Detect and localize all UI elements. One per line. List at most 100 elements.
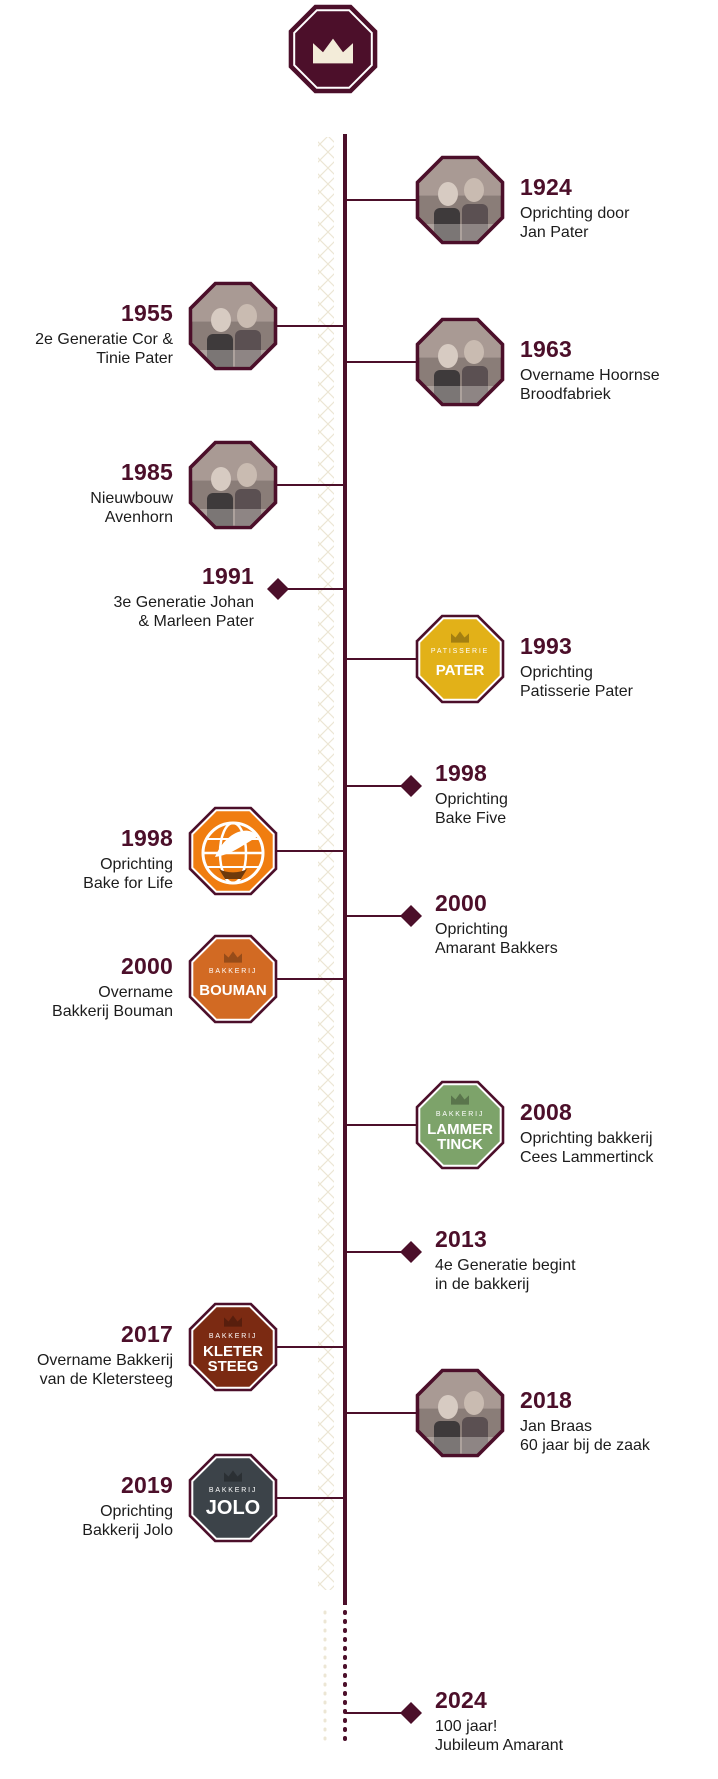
entry-description-line: 60 jaar bij de zaak xyxy=(520,1437,650,1454)
logo-main-text: BOUMAN xyxy=(199,982,267,999)
entry-year: 1993 xyxy=(520,633,572,659)
logo-crown-icon xyxy=(224,1315,242,1327)
entry-description-line: Oprichting xyxy=(435,921,508,938)
entry-description: 2e Generatie Cor & Tinie Pater xyxy=(0,330,173,368)
logo-badge xyxy=(418,617,502,701)
entry-description-line: Patisserie Pater xyxy=(520,683,633,700)
timeline-marker-1998 xyxy=(400,775,422,797)
timeline-marker-2000: BAKKERIJ BOUMAN xyxy=(188,934,278,1024)
entry-description-line: 3e Generatie Johan xyxy=(113,594,254,611)
logo-top-text: BAKKERIJ xyxy=(209,1487,257,1494)
entry-description-line: van de Kletersteeg xyxy=(39,1371,173,1388)
logo-crown-icon xyxy=(451,1093,469,1105)
entry-description-line: Jan Pater xyxy=(520,224,589,241)
entry-description: 100 jaar!Jubileum Amarant xyxy=(435,1717,685,1755)
entry-description-line: Bakkerij Jolo xyxy=(82,1522,173,1539)
zigzag-pattern-strip xyxy=(318,137,334,1590)
entry-description: Overname Bakkerij van de Kletersteeg xyxy=(0,1351,173,1389)
logo-main-text: TINCK xyxy=(437,1136,483,1153)
logo-badge xyxy=(191,1456,275,1540)
entry-description-line: Oprichting xyxy=(100,1503,173,1520)
logo-main-text: PATER xyxy=(436,662,485,679)
timeline-marker-1993: PATISSERIE PATER xyxy=(415,614,505,704)
entry-year: 2017 xyxy=(121,1321,173,1347)
entry-description-line: Avenhorn xyxy=(104,509,173,526)
entry-year: 1963 xyxy=(520,336,572,362)
logo-main-text: LAMMER xyxy=(427,1121,493,1138)
logo-main-text: STEEG xyxy=(208,1358,259,1375)
diamond-marker-icon xyxy=(400,1702,422,1724)
logo-crown-icon xyxy=(451,631,469,643)
logo-main-text: JOLO xyxy=(206,1497,260,1519)
entry-year: 2000 xyxy=(121,953,173,979)
entry-description-line: Oprichting xyxy=(520,664,593,681)
logo-top-text: BAKKERIJ xyxy=(209,968,257,975)
timeline-marker-1955 xyxy=(188,281,278,371)
entry-year: 1998 xyxy=(121,825,173,851)
entry-description-line: Bakkerij Bouman xyxy=(52,1003,173,1020)
entry-year: 2008 xyxy=(520,1099,572,1125)
timeline-marker-1985 xyxy=(188,440,278,530)
crown-icon xyxy=(288,4,378,94)
header-crown-icon xyxy=(313,38,353,64)
logo-main-text: KLETER xyxy=(203,1343,263,1360)
entry-year: 2024 xyxy=(435,1687,487,1713)
entry-year: 1955 xyxy=(121,300,173,326)
entry-description-line: Cees Lammertinck xyxy=(520,1149,654,1166)
logo-badge xyxy=(418,1083,502,1167)
entry-description-line: Jubileum Amarant xyxy=(435,1737,564,1754)
entry-description-line: Bake for Life xyxy=(83,875,173,892)
bake-for-life-logo-icon xyxy=(201,821,265,885)
entry-year: 2019 xyxy=(121,1472,173,1498)
timeline-marker-2013 xyxy=(400,1241,422,1263)
timeline-marker-1924 xyxy=(415,155,505,245)
timeline-marker-2018 xyxy=(415,1368,505,1458)
diamond-marker-icon xyxy=(400,1241,422,1263)
entry-description-line: Broodfabriek xyxy=(520,386,611,403)
entry-description-line: Oprichting bakkerij xyxy=(520,1130,653,1147)
entry-description: 3e Generatie Johan& Marleen Pater xyxy=(4,593,254,631)
logo-top-text: BAKKERIJ xyxy=(436,1111,484,1118)
timeline-marker-2000 xyxy=(400,905,422,927)
entry-description-line: Overname Bakkerij xyxy=(36,1352,173,1369)
logo-top-text: PATISSERIE xyxy=(431,648,489,655)
logo-top-text: BAKKERIJ xyxy=(209,1333,257,1340)
entry-description-line: Tinie Pater xyxy=(96,350,173,367)
entry-year: 2013 xyxy=(435,1226,487,1252)
entry-description-line: Nieuwbouw xyxy=(90,490,173,507)
diamond-marker-icon xyxy=(267,578,289,600)
entry-year: 2000 xyxy=(435,890,487,916)
timeline-entry-1955: 1955 2e Generatie Cor & Tinie Pater xyxy=(0,300,173,368)
logo-badge xyxy=(191,937,275,1021)
new-building-photo-icon xyxy=(192,444,274,526)
entry-year: 1985 xyxy=(121,459,173,485)
entry-description-line: Oprichting door xyxy=(520,205,630,222)
entry-description-line: 2e Generatie Cor & xyxy=(35,331,173,348)
entry-description-line: Oprichting xyxy=(100,856,173,873)
timeline-marker-1963 xyxy=(415,317,505,407)
entry-description-line: Jan Braas xyxy=(520,1418,593,1435)
entry-description-line: 4e Generatie begint xyxy=(435,1257,576,1274)
